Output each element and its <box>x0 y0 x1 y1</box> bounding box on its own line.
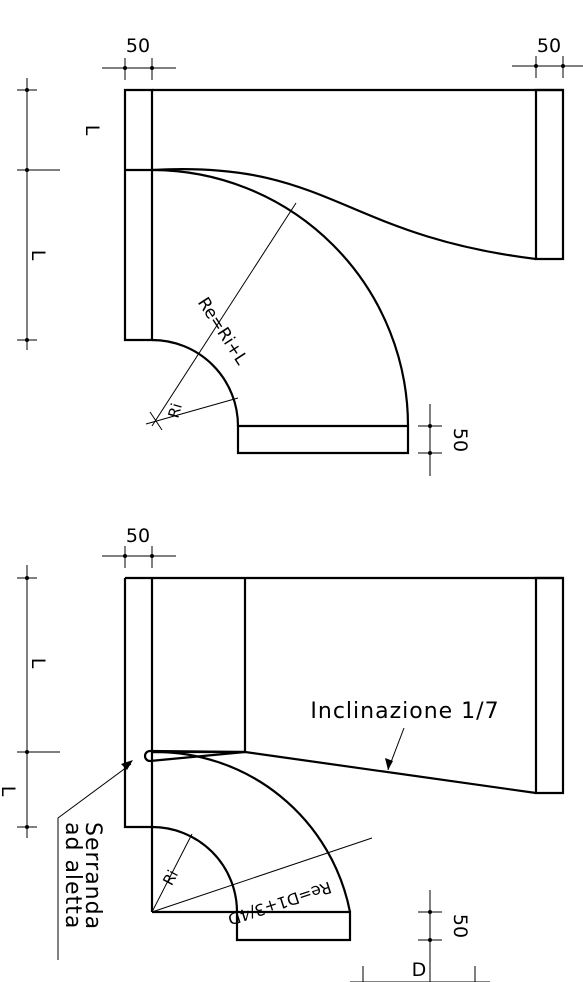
top-left50-dot-a <box>123 66 127 70</box>
top-radius-outer-label: Re=Ri+L <box>193 294 251 369</box>
top-right-flange-label: 50 <box>537 35 561 57</box>
top-duct-elbow: 50 50 50 L L Re=Ri+L Ri <box>17 35 583 476</box>
bottom-damper-label-line2: ad aletta <box>60 822 85 929</box>
bottom-left-dim-dot-a <box>25 576 29 580</box>
top-left-vertical-body <box>123 88 154 342</box>
bottom-radius-outer-leader <box>151 837 373 913</box>
bottom-left-dim-dot-b <box>25 750 29 754</box>
bottom-damper-blade <box>143 749 246 763</box>
top-radius-inner-leader <box>145 397 239 425</box>
bottom-damper-label-line1: Serranda <box>80 822 105 930</box>
top-bottom-flange <box>236 424 410 455</box>
bottom-left-dim-dot-c <box>25 825 29 829</box>
bottom-L-lower-label: L <box>0 786 19 797</box>
top-outer-arc <box>151 168 410 427</box>
bottom-bottom-flange <box>235 910 352 942</box>
bottom-radius-inner-leader <box>151 833 193 913</box>
bottom-inner-arc <box>151 825 239 913</box>
bottom-bottom50-dot-a <box>428 910 432 914</box>
bottom-inclination-label: Inclinazione 1/7 <box>310 699 499 724</box>
bottom-radius-outer-label: Re=D1+3/4D <box>226 878 334 929</box>
top-bottom50-dot-b <box>428 451 432 455</box>
top-transition-curve <box>151 168 537 261</box>
bottom-duct-elbow: 50 50 L L Inclinazione 1/7 Serranda ad a… <box>0 525 565 982</box>
top-left50-dot-b <box>150 66 154 70</box>
bottom-damper-arrowhead <box>121 760 133 770</box>
bottom-L-upper-label: L <box>27 658 49 669</box>
bottom-left50-dot-a <box>123 554 127 558</box>
bottom-D-label: D <box>412 959 427 981</box>
bottom-left-flange-label: 50 <box>126 525 150 547</box>
bottom-bottom50-dot-b <box>428 938 432 942</box>
top-right50-dot-b <box>561 64 565 68</box>
bottom-tapered-edge <box>244 750 537 795</box>
top-radius-inner-label: Ri <box>165 401 186 420</box>
top-L-upper-label: L <box>81 125 103 136</box>
top-L-lower-label: L <box>27 250 49 261</box>
bottom-radius-inner-label: Ri <box>159 867 182 888</box>
bottom-right-flange <box>534 576 565 795</box>
top-radius-outer-leader <box>151 202 297 427</box>
top-left-dim-dot-b <box>25 168 29 172</box>
bottom-left50-dot-b <box>150 554 154 558</box>
top-radius-inner-tick <box>149 411 163 431</box>
top-left-flange-label: 50 <box>126 35 150 57</box>
bottom-outer-arc <box>151 750 352 913</box>
bottom-damper-leader <box>57 763 132 960</box>
bottom-inclination-arrowhead <box>385 758 393 770</box>
top-inner-arc <box>151 338 240 427</box>
top-left-dim-dot-a <box>25 88 29 92</box>
top-right-flange <box>534 88 565 261</box>
top-bottom-flange-label: 50 <box>449 428 471 452</box>
bottom-bottom-flange-label: 50 <box>449 914 471 938</box>
bottom-left-vertical-body <box>123 578 152 829</box>
top-right50-dot-a <box>534 64 538 68</box>
top-bottom50-dot-a <box>428 424 432 428</box>
top-left-dim-dot-c <box>25 338 29 342</box>
